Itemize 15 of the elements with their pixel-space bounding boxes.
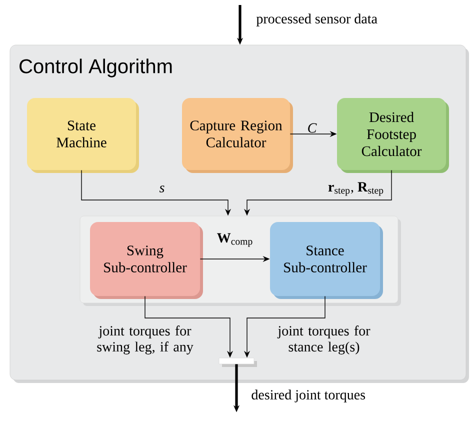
edge-label: joint torques for swing leg, if any [97,326,194,354]
process-box: State Machine [27,98,139,173]
edge-label: joint torques for stance leg(s) [277,326,370,354]
edge-label: W$_{comp}$ [217,233,252,247]
edge-label: processed sensor data [256,14,378,26]
edge-label: C [308,123,317,133]
edge-label: r$_{step}$, R$_{step}$ [328,182,384,196]
process-box: Stance Sub-controller [270,222,383,299]
edge-label: s [159,186,164,192]
junction-bar [218,358,257,367]
process-box: Desired Footstep Calculator [337,98,449,173]
panel-title: Control Algorithm [20,58,172,78]
process-box: Capture Region Calculator [182,98,293,173]
process-box: Swing Sub-controller [90,222,203,299]
edge-label: desired joint torques [252,390,366,402]
